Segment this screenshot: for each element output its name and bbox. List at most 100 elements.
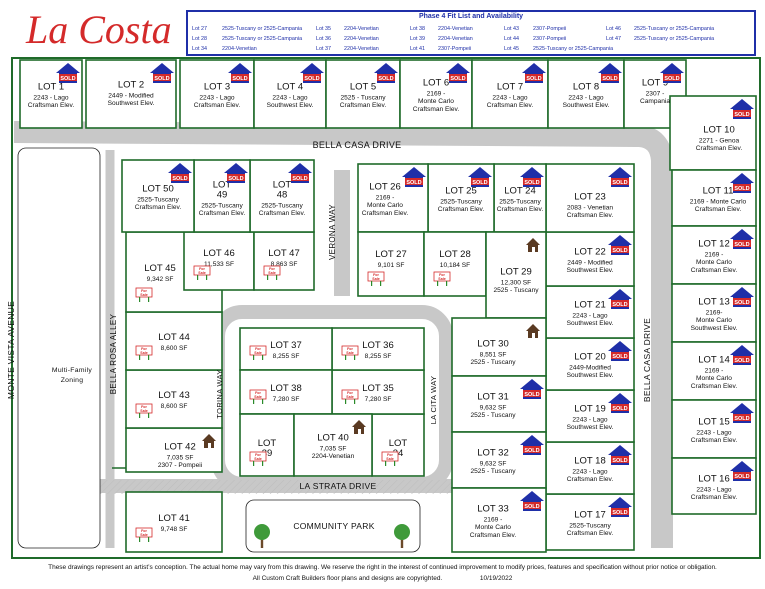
lot-46-parcel [183, 231, 255, 291]
lot-43-label: LOT 43 [158, 390, 190, 401]
sold-badge [523, 390, 541, 397]
sold-house-icon: SOLD [520, 167, 544, 187]
fit-list-panel: Phase 4 Fit List and Availability Lot 27… [186, 10, 756, 56]
lot-16-label: Craftsman Elev. [691, 494, 738, 501]
sign-board [135, 527, 153, 538]
sold-house-icon: SOLD [150, 63, 174, 83]
fit-list-lot: Lot 45 [504, 46, 519, 52]
sold-badge-text: SOLD [612, 510, 627, 516]
sold-roof [660, 63, 684, 73]
lot-39-label: LOT [258, 438, 277, 449]
street-bella-casa-drive-east: BELLA CASA DRIVE [642, 318, 652, 402]
lot-40-label: 2204-Venetian [312, 453, 355, 460]
sign-text: For [347, 347, 353, 351]
sign-board [135, 403, 153, 414]
sold-badge [153, 74, 171, 81]
bella-casa-road [13, 121, 673, 548]
sign-text: Sale [346, 351, 353, 355]
sold-house-icon: SOLD [374, 63, 398, 83]
sign-text: Sale [346, 395, 353, 399]
sign-board [341, 345, 359, 356]
sign-post [148, 537, 150, 542]
lot-33-label: 2169 - [484, 517, 503, 524]
sold-badge-text: SOLD [524, 448, 539, 454]
lot-4-label: 2243 - Lago [272, 94, 308, 101]
sign-board [381, 451, 399, 462]
lot-1-label: Craftsman Elev. [28, 102, 75, 109]
lot-46-label: LOT 46 [203, 248, 235, 259]
sold-roof [56, 63, 80, 73]
sign-post [253, 355, 255, 360]
sign-text: Sale [254, 395, 261, 399]
lot-48-label: 48 [277, 190, 288, 201]
sign-text: Sale [140, 351, 147, 355]
fit-list-lot: Lot 37 [316, 46, 331, 52]
lot-8-label: 2243 - Lago [568, 94, 604, 101]
sold-roof [150, 63, 174, 73]
sign-post [345, 355, 347, 360]
sold-badge-text: SOLD [378, 76, 393, 82]
sign-text: For [255, 347, 261, 351]
sign-post [139, 413, 141, 418]
sold-badge [471, 178, 489, 185]
lot-9-label: LOT 9 [642, 77, 668, 88]
sign-post [253, 399, 255, 404]
fit-list-plans: 2307-Pompeii [533, 26, 567, 32]
fit-list-lot: Lot 39 [410, 36, 425, 42]
sign-board [263, 265, 281, 276]
lot-3-label: 2243 - Lago [199, 94, 235, 101]
sold-badge-text: SOLD [734, 358, 749, 364]
lot-22-label: LOT 22 [574, 246, 606, 257]
lot-41-label: 9,748 SF [161, 526, 188, 533]
fit-list-plans: 2204-Venetian [344, 46, 379, 52]
lot-30-label: LOT 30 [477, 338, 509, 349]
fit-list-lot: Lot 27 [192, 26, 207, 32]
lot-13-label: Monte Carlo [696, 317, 732, 324]
multi-family-area [17, 147, 101, 549]
sold-roof [520, 435, 544, 445]
sold-roof [168, 163, 192, 173]
sold-badge-text: SOLD [450, 76, 465, 82]
sold-house-icon: SOLD [608, 497, 632, 517]
lot-6-label: Craftsman Elev. [413, 106, 460, 113]
sold-house-icon: SOLD [168, 163, 192, 183]
multi-family-label: Multi-Family [52, 367, 93, 374]
lot-2-label: LOT 2 [118, 79, 144, 90]
sold-badge-text: SOLD [602, 76, 617, 82]
sign-post [354, 355, 356, 360]
lot-49-label: 49 [217, 190, 228, 201]
sold-house-icon: SOLD [608, 445, 632, 465]
sold-house-icon: SOLD [608, 235, 632, 255]
fit-list-lot: Lot 47 [606, 36, 621, 42]
lot-42-label: LOT 42 [164, 441, 196, 452]
tree-trunk [260, 534, 264, 548]
sign-post [354, 399, 356, 404]
sold-roof [608, 341, 632, 351]
sold-house-icon: SOLD [730, 99, 754, 119]
lot-19-label: Southwest Elev. [567, 424, 614, 431]
sign-board [433, 271, 451, 282]
lot-12-label: LOT 12 [698, 239, 730, 250]
sign-text: Sale [140, 293, 147, 297]
sold-badge-text: SOLD [304, 76, 319, 82]
lot-24-label: LOT 24 [504, 185, 536, 196]
sign-board [341, 389, 359, 400]
sold-badge-text: SOLD [172, 176, 187, 182]
sold-house-icon: SOLD [520, 491, 544, 511]
copyright-text: All Custom Craft Builders floor plans an… [252, 575, 443, 582]
lot-43-label: 8,600 SF [161, 403, 188, 410]
lot-5-label: LOT 5 [350, 81, 376, 92]
street-la-strata-drive: LA STRATA DRIVE [300, 481, 377, 491]
sold-badge-text: SOLD [612, 248, 627, 254]
lot-13-label: 2169- [706, 310, 723, 317]
lot-36-label: 8,255 SF [365, 353, 392, 360]
sign-post [394, 461, 396, 466]
fit-list-lot: Lot 43 [504, 26, 519, 32]
lot-37-label: 8,255 SF [273, 353, 300, 360]
